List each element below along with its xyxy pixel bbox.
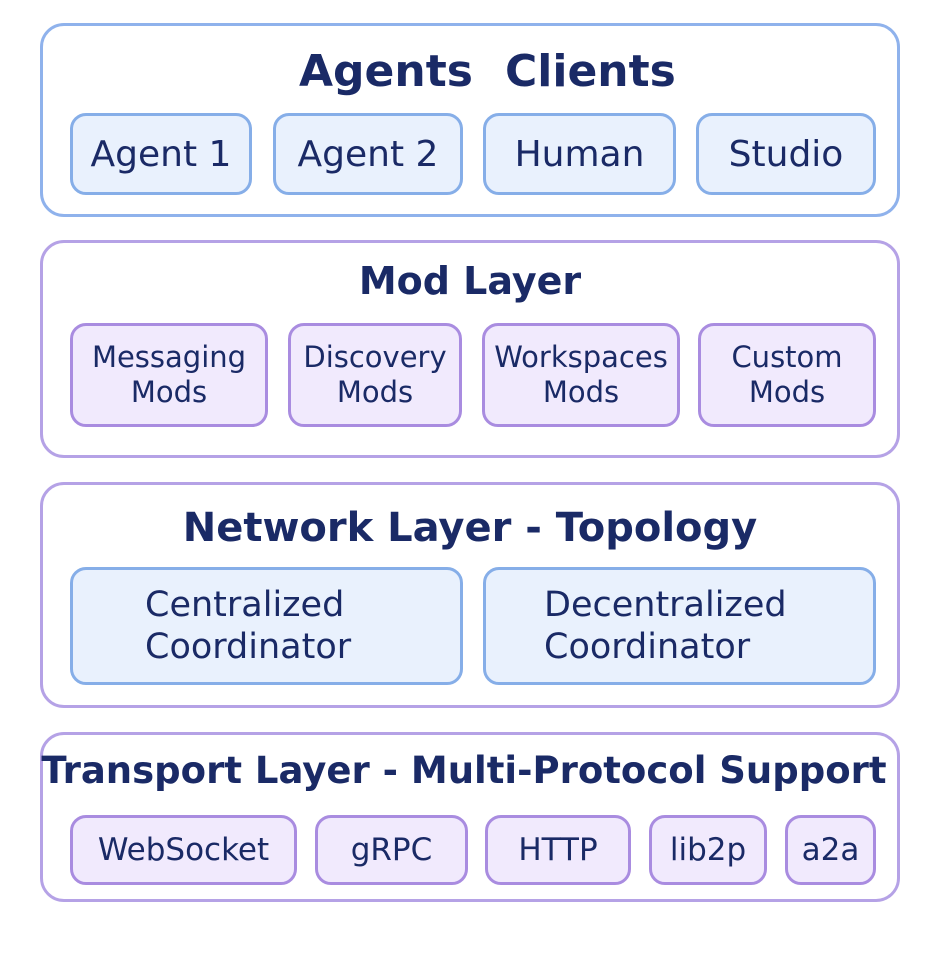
workspaces-mods-line2: Mods bbox=[542, 375, 620, 409]
transport-layer: Transport Layer - Multi-Protocol Support… bbox=[40, 732, 900, 902]
discovery-mods-box: Discovery Mods bbox=[288, 323, 462, 427]
messaging-mods-line1: Messaging bbox=[91, 340, 247, 375]
network-layer: Network Layer - Topology Centralized Coo… bbox=[40, 482, 900, 708]
lib2p-box: lib2p bbox=[649, 815, 767, 885]
grpc-label: gRPC bbox=[350, 832, 433, 868]
decentralized-line1: Decentralized bbox=[544, 585, 787, 625]
workspaces-mods-box: Workspaces Mods bbox=[482, 323, 680, 427]
decentralized-coordinator-box: Decentralized Coordinator bbox=[483, 567, 876, 685]
studio-box: Studio bbox=[696, 113, 876, 195]
discovery-mods-line1: Discovery bbox=[303, 340, 447, 375]
centralized-coordinator-box: Centralized Coordinator bbox=[70, 567, 463, 685]
studio-label: Studio bbox=[728, 133, 844, 175]
transport-layer-title: Transport Layer - Multi-Protocol Support bbox=[41, 749, 887, 792]
websocket-label: WebSocket bbox=[97, 832, 270, 868]
a2a-box: a2a bbox=[785, 815, 876, 885]
decentralized-line2: Coordinator bbox=[544, 627, 751, 667]
lib2p-label: lib2p bbox=[669, 832, 747, 868]
custom-mods-line1: Custom bbox=[731, 340, 843, 375]
network-layer-title: Network Layer - Topology bbox=[182, 505, 758, 551]
http-label: HTTP bbox=[518, 832, 598, 868]
agents-clients-layer: Agents Clients Agent 1 Agent 2 Human Stu… bbox=[40, 23, 900, 217]
mod-layer: Mod Layer Messaging Mods Discovery Mods … bbox=[40, 240, 900, 458]
centralized-line2: Coordinator bbox=[145, 627, 352, 667]
agent-2-box: Agent 2 bbox=[273, 113, 463, 195]
workspaces-mods-line1: Workspaces bbox=[494, 340, 668, 375]
http-box: HTTP bbox=[485, 815, 631, 885]
custom-mods-box: Custom Mods bbox=[698, 323, 876, 427]
centralized-line1: Centralized bbox=[145, 585, 345, 625]
human-label: Human bbox=[514, 133, 645, 175]
websocket-box: WebSocket bbox=[70, 815, 297, 885]
messaging-mods-line2: Mods bbox=[130, 375, 208, 409]
agent-2-label: Agent 2 bbox=[297, 133, 439, 175]
agents-title: Agents bbox=[299, 46, 473, 97]
messaging-mods-box: Messaging Mods bbox=[70, 323, 268, 427]
custom-mods-line2: Mods bbox=[748, 375, 826, 409]
agent-1-label: Agent 1 bbox=[90, 133, 232, 175]
a2a-label: a2a bbox=[801, 832, 860, 868]
grpc-box: gRPC bbox=[315, 815, 468, 885]
discovery-mods-line2: Mods bbox=[336, 375, 414, 409]
clients-title: Clients bbox=[505, 46, 676, 97]
mod-layer-title: Mod Layer bbox=[358, 259, 582, 303]
agent-1-box: Agent 1 bbox=[70, 113, 252, 195]
human-box: Human bbox=[483, 113, 676, 195]
